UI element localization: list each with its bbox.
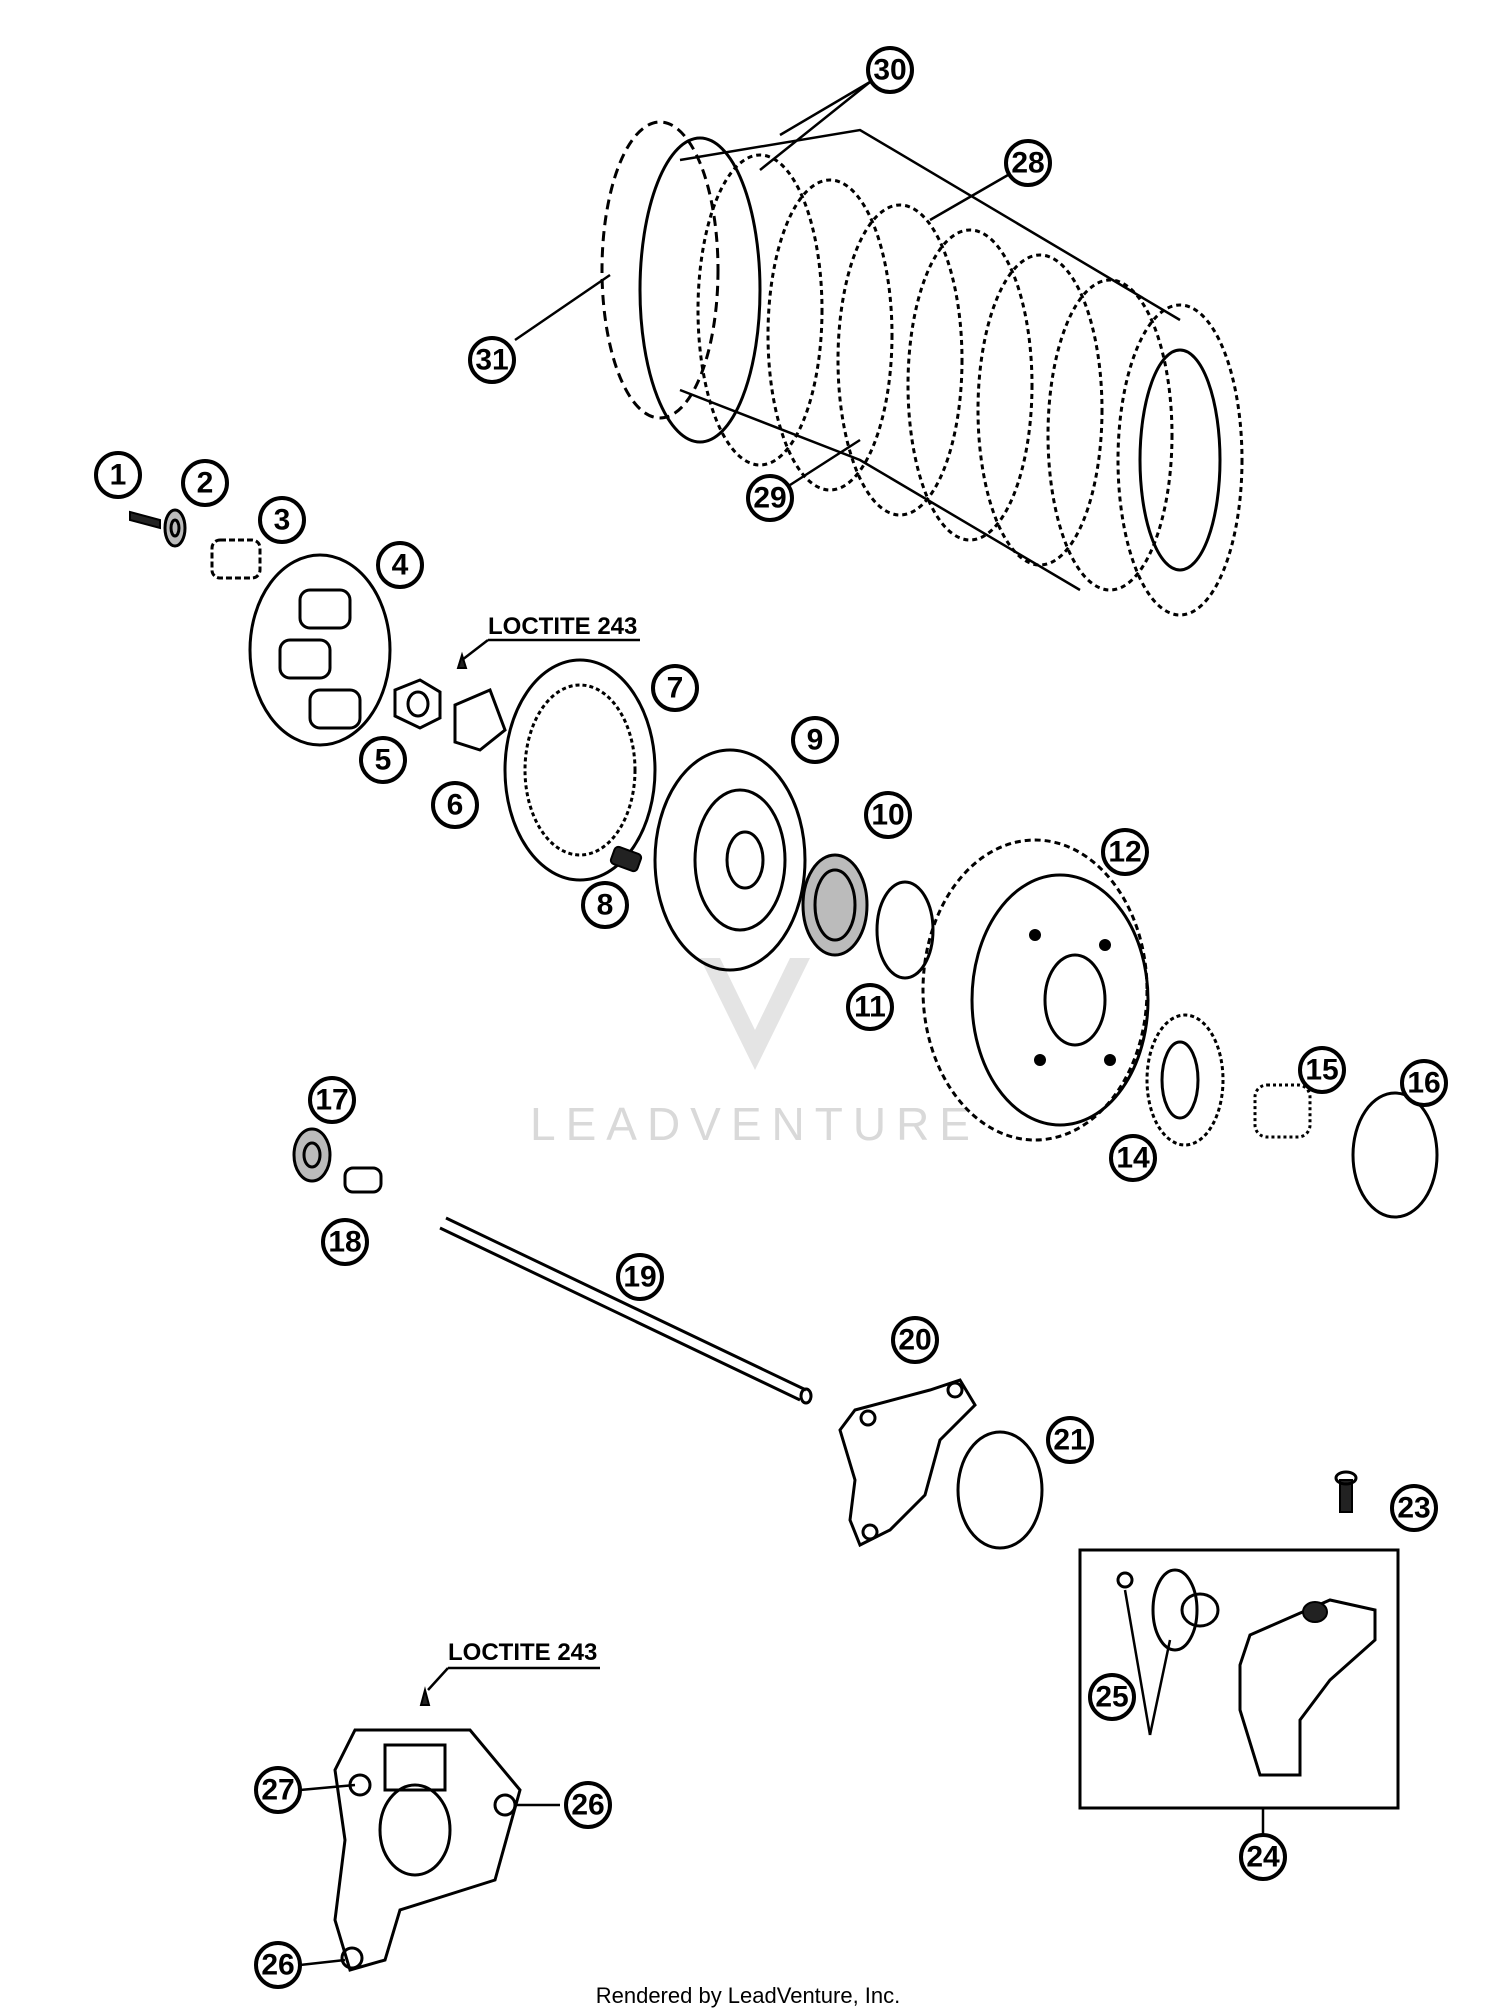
svg-text:31: 31 — [475, 344, 508, 377]
svg-text:17: 17 — [315, 1084, 348, 1117]
svg-text:29: 29 — [753, 482, 786, 515]
callout-5: 5 — [359, 736, 407, 784]
callout-26b: 26 — [254, 1941, 302, 1989]
gear-bearing-washer — [1145, 1013, 1439, 1219]
svg-text:26: 26 — [571, 1789, 604, 1822]
svg-text:11: 11 — [854, 991, 886, 1024]
callout-6: 6 — [431, 781, 479, 829]
svg-text:26: 26 — [261, 1949, 294, 1982]
callouts: 1 2 3 4 5 6 7 8 9 10 11 12 14 15 16 17 1… — [94, 46, 1448, 1989]
loctite-note-lower: LOCTITE 243 — [448, 1639, 597, 1666]
footer-credit: Rendered by LeadVenture, Inc. — [596, 1983, 901, 2008]
callout-10: 10 — [864, 791, 912, 839]
svg-text:19: 19 — [623, 1261, 656, 1294]
callout-21: 21 — [1046, 1416, 1094, 1464]
callout-leaders — [299, 273, 1265, 1967]
callout-29: 29 — [746, 474, 794, 522]
svg-text:14: 14 — [1116, 1142, 1150, 1175]
callout-1: 1 — [94, 451, 142, 499]
svg-text:7: 7 — [667, 672, 684, 705]
pressure-plate — [248, 553, 392, 747]
svg-text:1: 1 — [110, 459, 127, 492]
gasket-and-o-ring — [838, 1378, 1044, 1550]
svg-text:10: 10 — [871, 799, 904, 832]
callout-18: 18 — [321, 1218, 369, 1266]
callout-26a: 26 — [564, 1781, 612, 1829]
inner-clutch-hub — [503, 658, 657, 882]
svg-text:27: 27 — [261, 1774, 294, 1807]
svg-text:15: 15 — [1305, 1054, 1338, 1087]
callout-30: 30 — [866, 46, 914, 94]
callout-25: 25 — [1088, 1673, 1136, 1721]
watermark: LEADVENTURE — [530, 958, 980, 1150]
nut-and-lock-washer — [393, 651, 507, 752]
callout-4: 4 — [376, 541, 424, 589]
svg-text:18: 18 — [328, 1226, 361, 1259]
callout-2: 2 — [181, 459, 229, 507]
callout-17: 17 — [308, 1076, 356, 1124]
svg-text:6: 6 — [447, 789, 464, 822]
balloon-leaders — [759, 80, 1009, 487]
slave-cylinder-cover — [333, 1686, 522, 1972]
callout-19: 19 — [616, 1253, 664, 1301]
svg-text:16: 16 — [1407, 1067, 1440, 1100]
svg-text:25: 25 — [1095, 1681, 1128, 1714]
bleed-screw — [1334, 1470, 1358, 1513]
callout-12: 12 — [1101, 828, 1149, 876]
bearing-and-circlip — [801, 853, 935, 980]
callout-28: 28 — [1004, 139, 1052, 187]
watermark-text: LEADVENTURE — [530, 1098, 980, 1150]
callout-24: 24 — [1239, 1833, 1287, 1881]
svg-text:2: 2 — [197, 467, 214, 500]
svg-text:28: 28 — [1011, 147, 1044, 180]
slave-cylinder-kit — [1078, 1548, 1400, 1810]
outer-clutch-basket — [921, 838, 1150, 1142]
svg-text:21: 21 — [1053, 1424, 1086, 1457]
loctite-note-upper: LOCTITE 243 — [488, 613, 637, 640]
loctite-notes: LOCTITE 243 LOCTITE 243 — [427, 613, 640, 1691]
pressure-cap — [653, 748, 807, 972]
svg-text:8: 8 — [597, 889, 614, 922]
callout-20: 20 — [891, 1316, 939, 1364]
watermark-logo-icon — [700, 958, 810, 1070]
callout-9: 9 — [791, 716, 839, 764]
callout-31: 31 — [468, 336, 516, 384]
svg-text:24: 24 — [1246, 1841, 1280, 1874]
svg-text:30: 30 — [873, 54, 906, 87]
callout-23: 23 — [1390, 1484, 1438, 1532]
seal-and-pushrod — [292, 1127, 813, 1405]
clutch-plate-stack — [600, 120, 1244, 617]
callout-14: 14 — [1109, 1134, 1157, 1182]
svg-text:4: 4 — [392, 549, 409, 582]
svg-text:23: 23 — [1397, 1492, 1430, 1525]
svg-text:20: 20 — [898, 1324, 931, 1357]
callout-11: 11 — [846, 983, 894, 1031]
callout-16: 16 — [1400, 1059, 1448, 1107]
callout-27: 27 — [254, 1766, 302, 1814]
parts-bolt-washer-spring — [129, 508, 262, 580]
callout-15: 15 — [1298, 1046, 1346, 1094]
callout-7: 7 — [651, 664, 699, 712]
callout-8: 8 — [581, 881, 629, 929]
svg-text:5: 5 — [375, 744, 392, 777]
svg-text:9: 9 — [807, 724, 824, 757]
svg-text:12: 12 — [1108, 836, 1141, 869]
svg-text:3: 3 — [274, 504, 291, 537]
callout-3: 3 — [258, 496, 306, 544]
